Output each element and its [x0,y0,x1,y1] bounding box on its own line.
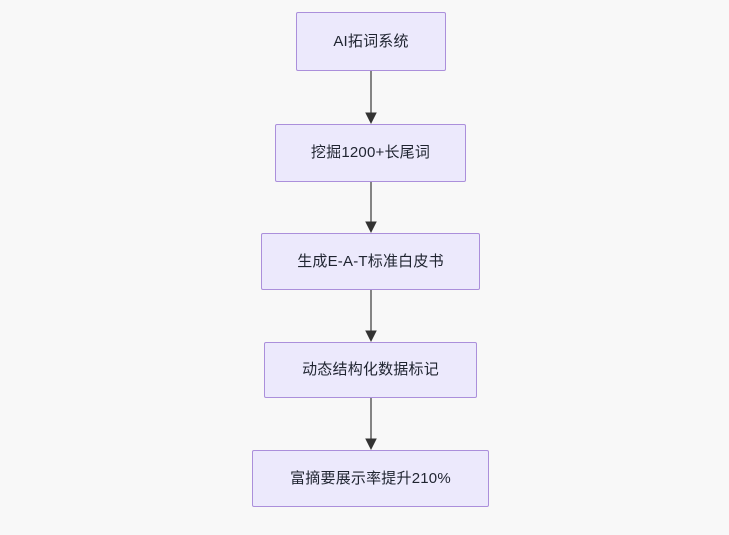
flow-node-label: 动态结构化数据标记 [302,361,439,378]
edge-n4-n5 [365,398,377,450]
edge-n3-n4 [365,290,377,342]
flow-node-mine-longtail-keywords[interactable]: 挖掘1200+长尾词 [275,124,466,182]
edge-n2-n3 [365,182,377,233]
flow-node-label: 生成E-A-T标准白皮书 [297,252,444,270]
flow-node-rich-snippet-impression-uplift[interactable]: 富摘要展示率提升210% [252,450,489,507]
flow-node-ai-keyword-system[interactable]: AI拓词系统 [296,12,446,71]
flow-node-dynamic-structured-data-markup[interactable]: 动态结构化数据标记 [264,342,477,398]
flow-node-label: 富摘要展示率提升210% [290,469,451,487]
flow-node-generate-eat-whitepaper[interactable]: 生成E-A-T标准白皮书 [261,233,480,290]
flow-node-label: 挖掘1200+长尾词 [310,144,431,161]
edge-n1-n2 [365,71,377,124]
flow-node-label: AI拓词系统 [333,32,409,50]
